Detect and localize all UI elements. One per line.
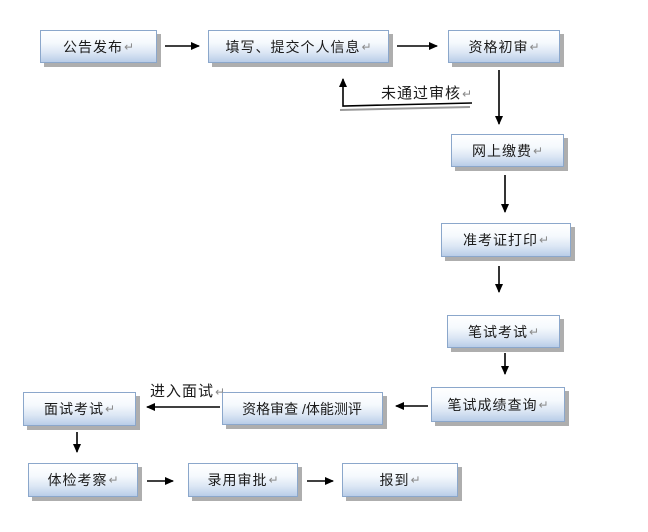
edge-label-enter-interview-text: 进入面试 xyxy=(150,383,215,400)
paragraph-mark-icon: ↵ xyxy=(538,397,549,412)
paragraph-mark-icon: ↵ xyxy=(532,143,544,158)
node-admission-ticket-print: 准考证打印↵ xyxy=(441,223,571,257)
paragraph-mark-icon: ↵ xyxy=(268,473,279,487)
paragraph-mark-icon: ↵ xyxy=(538,233,550,247)
node-interview-exam-label: 面试考试 xyxy=(43,401,104,417)
node-announcement: 公告发布↵ xyxy=(40,30,157,63)
paragraph-mark-icon: ↵ xyxy=(529,39,540,54)
paragraph-mark-icon: ↵ xyxy=(108,473,119,487)
node-online-payment-label: 网上缴费 xyxy=(471,142,532,159)
edge-label-enter-interview: 进入面试↵ xyxy=(150,380,225,401)
edge-label-fail-review: 未通过审核↵ xyxy=(381,82,472,103)
feedback-connector-shadow xyxy=(339,106,471,111)
node-qualification-initial-review: 资格初审↵ xyxy=(448,30,560,63)
edge-label-fail-review-text: 未通过审核 xyxy=(381,85,462,102)
node-online-payment: 网上缴费↵ xyxy=(451,134,564,167)
node-interview-exam: 面试考试↵ xyxy=(23,392,136,426)
paragraph-mark-icon: ↵ xyxy=(361,39,372,54)
node-qualification-initial-review-label: 资格初审 xyxy=(468,38,529,55)
node-fill-submit-info: 填写、提交个人信息↵ xyxy=(208,30,389,63)
paragraph-mark-icon: ↵ xyxy=(462,87,473,101)
node-medical-inspection: 体检考察↵ xyxy=(28,463,138,497)
node-written-score-inquiry: 笔试成绩查询↵ xyxy=(431,387,565,422)
node-report-duty: 报到↵ xyxy=(342,463,458,497)
node-written-score-inquiry-label: 笔试成绩查询 xyxy=(447,396,538,413)
paragraph-mark-icon: ↵ xyxy=(528,324,540,339)
node-report-duty-label: 报到 xyxy=(379,472,410,488)
node-employment-approval: 录用审批↵ xyxy=(188,463,298,497)
paragraph-mark-icon: ↵ xyxy=(123,39,135,54)
node-medical-inspection-label: 体检考察 xyxy=(47,472,108,488)
node-fill-submit-info-label: 填写、提交个人信息 xyxy=(225,38,361,55)
node-employment-approval-label: 录用审批 xyxy=(207,472,268,488)
node-announcement-label: 公告发布 xyxy=(62,38,123,55)
node-qualification-review-fitness-test-label: 资格审查 /体能测评 xyxy=(242,400,362,417)
node-qualification-review-fitness-test: 资格审查 /体能测评 xyxy=(222,392,383,425)
node-written-exam-label: 笔试考试 xyxy=(467,323,528,340)
node-admission-ticket-print-label: 准考证打印 xyxy=(462,232,538,248)
node-written-exam: 笔试考试↵ xyxy=(447,315,560,348)
paragraph-mark-icon: ↵ xyxy=(410,473,421,487)
paragraph-mark-icon: ↵ xyxy=(215,385,226,399)
paragraph-mark-icon: ↵ xyxy=(104,402,116,416)
